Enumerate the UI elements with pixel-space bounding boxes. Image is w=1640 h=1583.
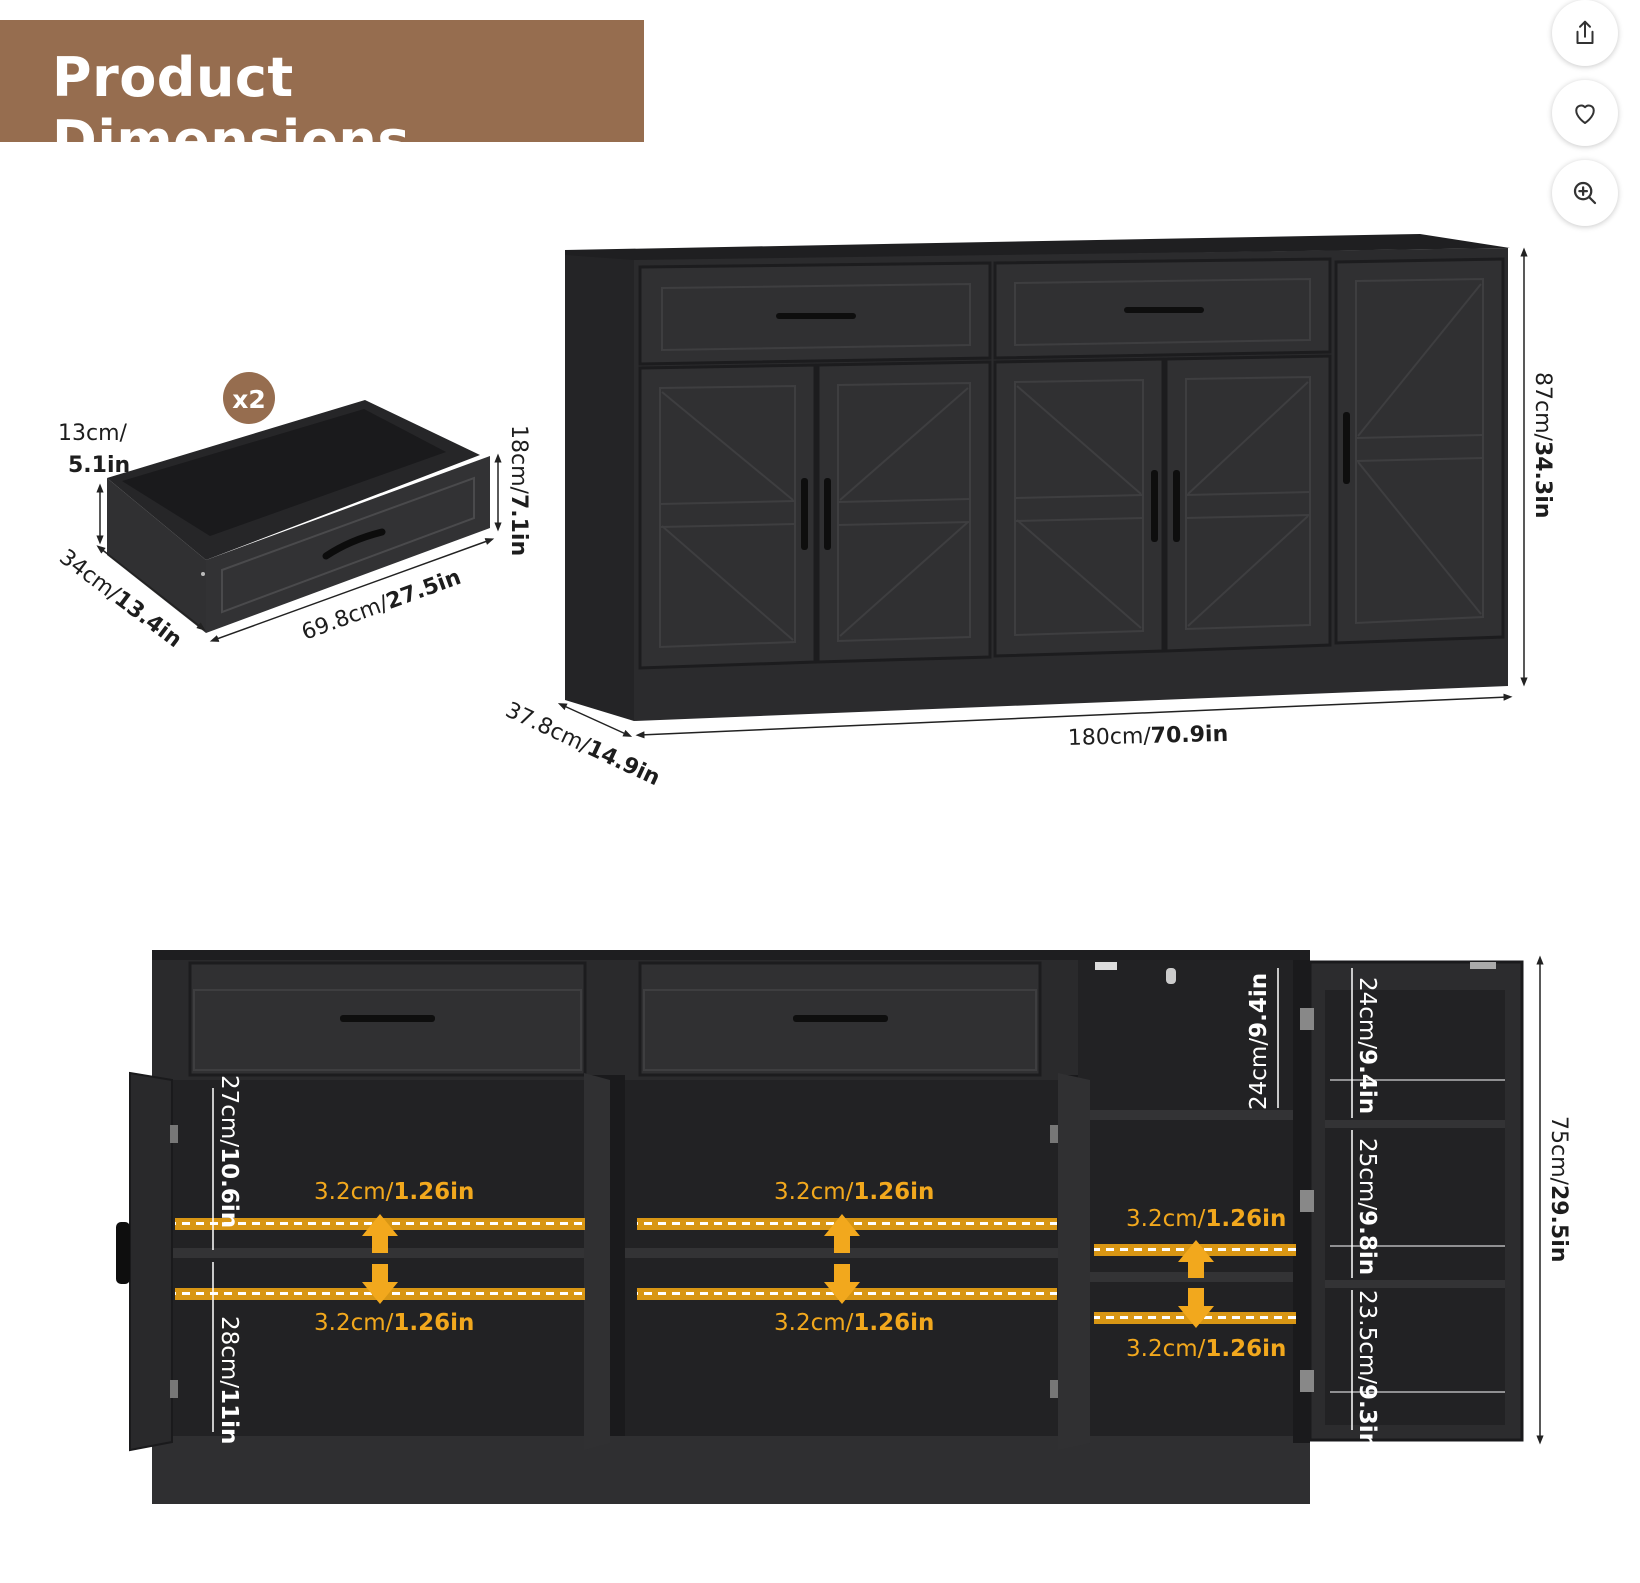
- shelf-gap-label-mid-top: 3.2cm/1.26in: [774, 1179, 934, 1205]
- drawer-height-in: 5.1in: [68, 453, 130, 478]
- zoom-button[interactable]: [1552, 160, 1618, 226]
- shelf-gap-label-right-bottom: 3.2cm/1.26in: [1126, 1336, 1286, 1362]
- page-title: Product Dimensions: [52, 46, 411, 172]
- shelf-gap-label-left-top: 3.2cm/1.26in: [314, 1179, 474, 1205]
- door-top-height-label: 24cm/9.4in: [1354, 977, 1380, 1114]
- drawer-height-cm: 13cm/: [58, 421, 128, 446]
- drawer-count-badge: x2: [223, 372, 275, 424]
- drawer-width-arrow: [209, 538, 495, 642]
- right-top-height-label: 24cm/9.4in: [1246, 973, 1272, 1110]
- sideboard-front-view: [565, 234, 1510, 721]
- left-upper-height-label: 27cm/10.6in: [216, 1075, 242, 1228]
- cabinet-height-label: 87cm/34.3in: [1530, 372, 1555, 518]
- shelf-gap-label-left-bottom: 3.2cm/1.26in: [314, 1310, 474, 1336]
- door-bottom-height-label: 23.5cm/9.3in: [1354, 1290, 1380, 1449]
- drawer-front-height-label: 18cm/7.1in: [506, 425, 531, 556]
- title-banner: Product Dimensions: [0, 20, 644, 172]
- door-mid-height-label: 25cm/9.8in: [1354, 1138, 1380, 1275]
- zoom-in-icon: [1573, 181, 1597, 205]
- drawer-depth-arrow: [96, 545, 206, 631]
- cabinet-depth-arrow: [557, 703, 633, 737]
- share-icon: [1576, 20, 1594, 44]
- shelf-gap-label-mid-bottom: 3.2cm/1.26in: [774, 1310, 934, 1336]
- shelf-adjust-arrows: [362, 1214, 1214, 1328]
- interior-height-label: 75cm/29.5in: [1546, 1116, 1571, 1262]
- cabinet-width-label: 180cm/70.9in: [1068, 722, 1229, 751]
- left-lower-height-label: 28cm/11in: [216, 1316, 242, 1444]
- shelf-gap-label-right-top: 3.2cm/1.26in: [1126, 1206, 1286, 1232]
- drawer-count-label: x2: [232, 385, 266, 414]
- cabinet-width-arrow: [635, 693, 1513, 739]
- share-button[interactable]: [1552, 0, 1618, 66]
- favorite-button[interactable]: [1552, 80, 1618, 146]
- heart-icon: [1575, 104, 1595, 124]
